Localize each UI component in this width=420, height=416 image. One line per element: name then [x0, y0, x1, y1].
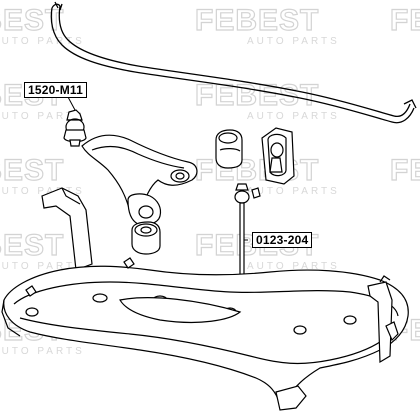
ball-joint	[63, 109, 87, 147]
part-callout-stabilizer-link[interactable]: 0123-204	[252, 232, 313, 248]
subframe	[1, 187, 409, 411]
part-callout-ball-joint[interactable]: 1520-M11	[24, 82, 87, 98]
stabilizer-bar	[50, 1, 417, 124]
leader-lines	[67, 96, 248, 241]
control-arm	[81, 134, 198, 226]
stabilizer-bushing	[215, 127, 295, 185]
arm-bushing	[131, 221, 161, 255]
